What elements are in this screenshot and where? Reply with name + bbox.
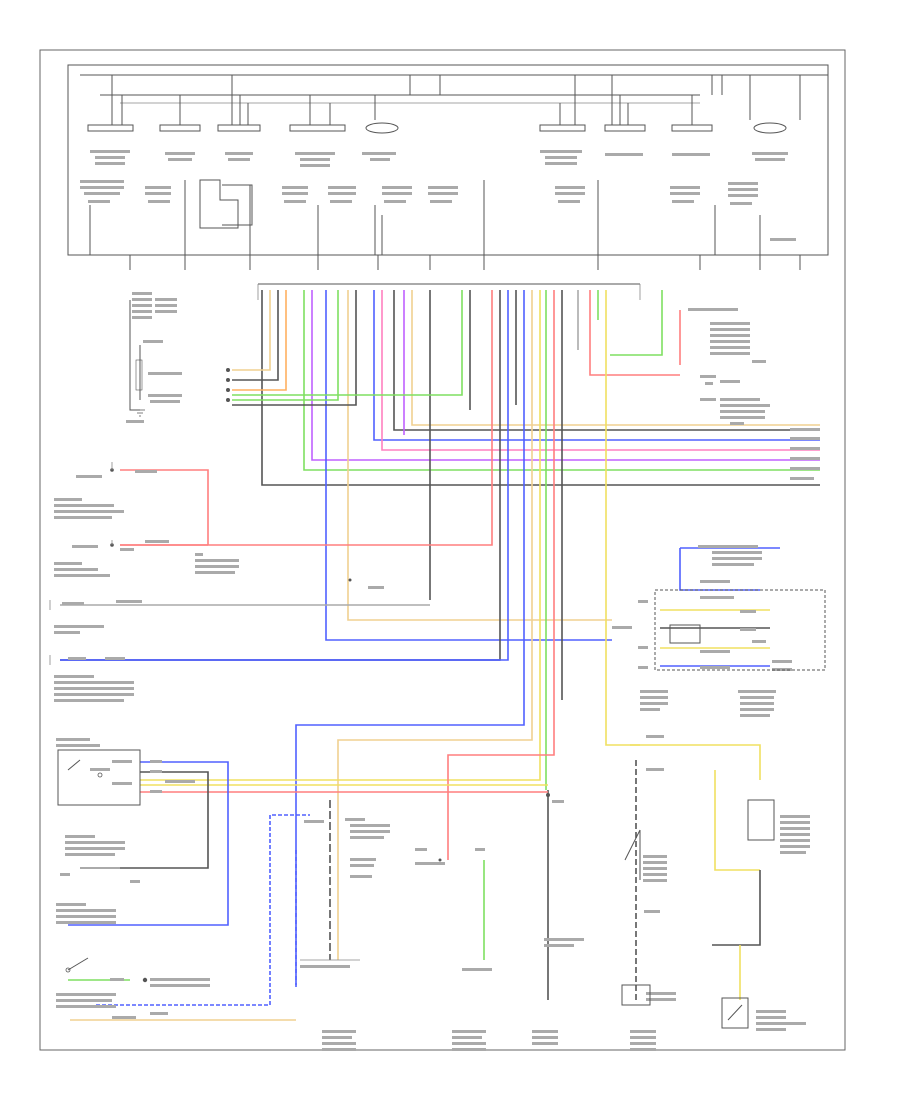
- wires: [60, 290, 820, 1021]
- right-components: [612, 308, 826, 1031]
- diagram-frame: [39, 49, 846, 1051]
- left-components: [49, 292, 384, 1019]
- connector-pins: [129, 255, 801, 270]
- bottom-components: [300, 793, 656, 1051]
- main-connector: [257, 283, 641, 300]
- top-harness: [67, 64, 829, 256]
